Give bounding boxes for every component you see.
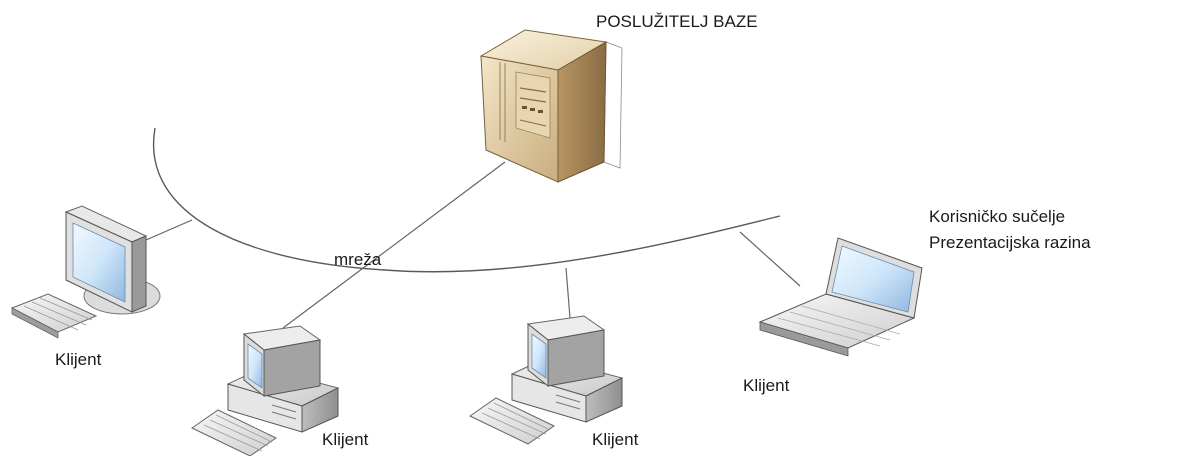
network-label: mreža bbox=[334, 250, 382, 269]
keyboard-icon bbox=[10, 293, 98, 339]
client-label: Klijent bbox=[322, 430, 369, 449]
desktop-pc-icon bbox=[226, 325, 340, 433]
network-arc bbox=[152, 127, 781, 273]
client-label: Klijent bbox=[55, 350, 102, 369]
keyboard-icon bbox=[191, 409, 277, 456]
client-label: Klijent bbox=[743, 376, 790, 395]
keyboard-icon bbox=[469, 397, 555, 445]
client-label: Klijent bbox=[592, 430, 639, 449]
laptop-icon bbox=[758, 237, 923, 357]
ui-note-line2: Prezentacijska razina bbox=[929, 233, 1091, 252]
database-server-icon bbox=[479, 29, 623, 183]
connection-line-server bbox=[282, 161, 506, 329]
connection-line-client-3 bbox=[565, 267, 571, 319]
desktop-pc-icon bbox=[510, 315, 624, 423]
connection-line-client-4 bbox=[739, 231, 801, 287]
desktop-monitor-icon bbox=[64, 205, 161, 315]
connection-line-client-1 bbox=[145, 219, 193, 241]
server-label: POSLUŽITELJ BAZE bbox=[596, 12, 758, 31]
ui-note-line1: Korisničko sučelje bbox=[929, 207, 1065, 226]
